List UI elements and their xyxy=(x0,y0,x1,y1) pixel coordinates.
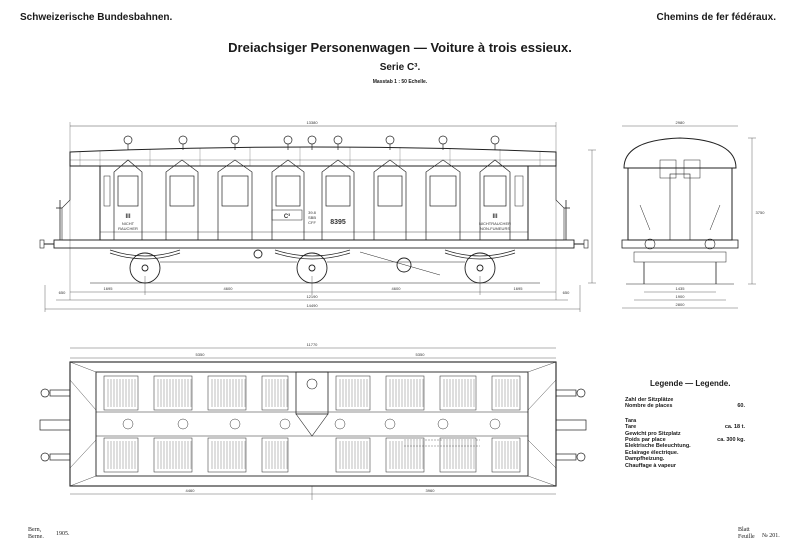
dim-plan-left: 5350 xyxy=(196,352,206,357)
seat-bench xyxy=(439,437,477,473)
dim-end-width: 2980 xyxy=(676,120,686,125)
dim-plan-bottom-left: 4460 xyxy=(186,488,196,493)
footer-sheet-number: № 201. xyxy=(762,533,780,539)
seat-bench xyxy=(153,375,193,411)
side-elevation xyxy=(39,122,596,312)
end-elevation xyxy=(621,125,756,309)
class-code: C³ xyxy=(284,213,290,220)
dim-end-track: 1435 xyxy=(676,286,686,291)
seat-bench xyxy=(153,437,193,473)
legend-tare-value: ca. 18 t. xyxy=(724,424,745,431)
seat-bench xyxy=(385,437,425,473)
footer-sheet-label: Blatt Feuille xyxy=(738,527,755,541)
legend-heating-de: Dampfheizung. xyxy=(625,456,665,463)
dim-length-buffers: 14490 xyxy=(306,303,318,308)
seat-bench xyxy=(261,375,289,411)
legend-seats-fr: Nombre de places xyxy=(625,403,673,410)
seat-bench xyxy=(207,437,247,473)
seat-bench xyxy=(335,437,371,473)
dim-end-bottom-b: 2800 xyxy=(676,302,686,307)
right-panel-line1: NICHTRAUCHER xyxy=(479,221,511,226)
footer-city-de: Bern, xyxy=(28,527,42,533)
dim-length-body: 12190 xyxy=(306,294,318,299)
seat-bench xyxy=(261,437,289,473)
car-number: 8395 xyxy=(330,219,346,226)
footer-sheet-fr: Feuille xyxy=(738,534,755,540)
dim-wheelbase-left: 4600 xyxy=(224,286,234,291)
code-line-1: 39.8 xyxy=(308,210,317,215)
scale-label: Masstab 1 : 50 Echelle. xyxy=(372,79,428,85)
footer-city-fr: Berne. xyxy=(28,534,44,540)
legend-title: Legende — Legende. xyxy=(650,379,731,388)
railway-name-de: Schweizerische Bundesbahnen. xyxy=(20,12,173,23)
dim-axle-left: 1695 xyxy=(104,286,114,291)
code-line-2: SBB xyxy=(308,215,316,220)
legend-tare-de: Tara xyxy=(625,417,637,424)
series-label: Serie C³. xyxy=(379,62,421,73)
dim-plan-bottom-right: 3960 xyxy=(426,488,436,493)
legend-lighting-de: Elektrische Beleuchtung. xyxy=(625,443,691,450)
code-line-3: CFF xyxy=(308,220,316,225)
seat-bench xyxy=(103,437,139,473)
left-panel-line2: RAUCHER xyxy=(118,226,138,231)
dim-overhang-left: 650 xyxy=(59,290,66,295)
drawing-title: Dreiachsiger Personenwagen — Voiture à t… xyxy=(228,40,572,55)
legend-lighting-fr: Eclairage électrique. xyxy=(625,449,679,456)
legend-seats-de: Zahl der Sitzplätze xyxy=(625,397,674,403)
dim-plan-right: 5350 xyxy=(416,352,426,357)
seat-bench xyxy=(491,437,521,473)
legend-heating-fr: Chauffage à vapeur xyxy=(625,462,677,469)
seat-bench xyxy=(439,375,477,411)
seat-bench xyxy=(335,375,371,411)
dim-side-overall: 13380 xyxy=(306,120,318,125)
class-mark-right: III xyxy=(492,214,497,220)
dim-overhang-right: 650 xyxy=(563,290,570,295)
class-mark-left: III xyxy=(125,214,130,220)
right-panel-line2: NON-FUMEURS xyxy=(480,226,510,231)
dim-axle-right: 1695 xyxy=(514,286,524,291)
railway-name-fr: Chemins de fer fédéraux. xyxy=(656,12,776,23)
seat-bench xyxy=(385,375,425,411)
plan-view xyxy=(39,347,587,487)
legend-tare-fr: Tare xyxy=(625,424,637,431)
footer-year: 1905. xyxy=(56,531,70,537)
dim-end-bottom-a: 1900 xyxy=(676,294,686,299)
legend-weight-value: ca. 300 kg. xyxy=(717,437,745,444)
legend-seats-value: 60. xyxy=(737,403,745,410)
legend-weight-de: Gewicht pro Sitzplatz xyxy=(625,430,681,437)
seat-bench xyxy=(491,375,521,411)
legend-weight-fr: Poids par place xyxy=(625,437,666,444)
footer-sheet-de: Blatt xyxy=(738,527,750,533)
seat-bench xyxy=(207,375,247,411)
footer-city: Bern, Berne. xyxy=(28,527,44,541)
left-panel-line1: NICHT xyxy=(122,221,135,226)
dim-plan-top: 11770 xyxy=(307,342,319,347)
dim-wheelbase-right: 4600 xyxy=(392,286,402,291)
seat-bench xyxy=(103,375,139,411)
dim-end-height: 3750 xyxy=(756,210,766,215)
